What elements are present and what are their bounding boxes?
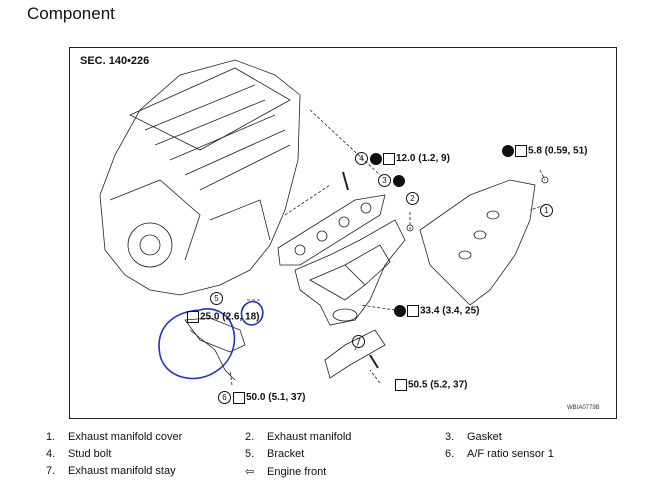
- callout-bottom-torque: 50.5 (5.2, 37): [395, 379, 467, 391]
- cylinder-head: [129, 67, 291, 151]
- callout-7: 7: [352, 335, 367, 348]
- section-label: SEC. 140•226: [80, 55, 150, 67]
- arrow-left-icon: ⇦: [245, 466, 255, 478]
- callout-5: 5: [210, 292, 225, 305]
- legend-item: 7.Exhaust manifold stay: [46, 465, 176, 477]
- callout-1: 1: [540, 204, 555, 217]
- callout-5-torque: 25.0 (2.6, 18): [187, 311, 259, 323]
- hand-circle-small: [240, 300, 264, 326]
- callout-3: 3: [378, 174, 406, 187]
- legend-item: 2.Exhaust manifold: [245, 431, 352, 443]
- legend-item: 5.Bracket: [245, 448, 305, 460]
- legend-item: 4.Stud bolt: [46, 448, 112, 460]
- manifold-stay-shape: [324, 329, 386, 379]
- legend-item: 6.A/F ratio sensor 1: [445, 448, 554, 460]
- gasket-shape: [277, 194, 386, 266]
- bracket-shape: [184, 317, 246, 353]
- hand-annotation: [158, 300, 264, 380]
- page-title: Component: [27, 4, 115, 23]
- callout-mid-torque: 33.4 (3.4, 25): [394, 305, 479, 317]
- engine-block: [99, 59, 301, 296]
- exhaust-manifold-shape: [294, 219, 406, 326]
- legend-item-engine-front: ⇦Engine front: [245, 466, 327, 478]
- callout-top-torque: 5.8 (0.59, 51): [502, 145, 587, 157]
- figure-code: WBIA0779B: [567, 405, 600, 411]
- flywheel-housing: [127, 222, 173, 268]
- legend-item: 3.Gasket: [445, 431, 502, 443]
- callout-2: 2: [406, 192, 421, 205]
- legend-item: 1.Exhaust manifold cover: [46, 431, 183, 443]
- hand-circle-large: [158, 308, 236, 380]
- manifold-cover-shape: [419, 179, 536, 306]
